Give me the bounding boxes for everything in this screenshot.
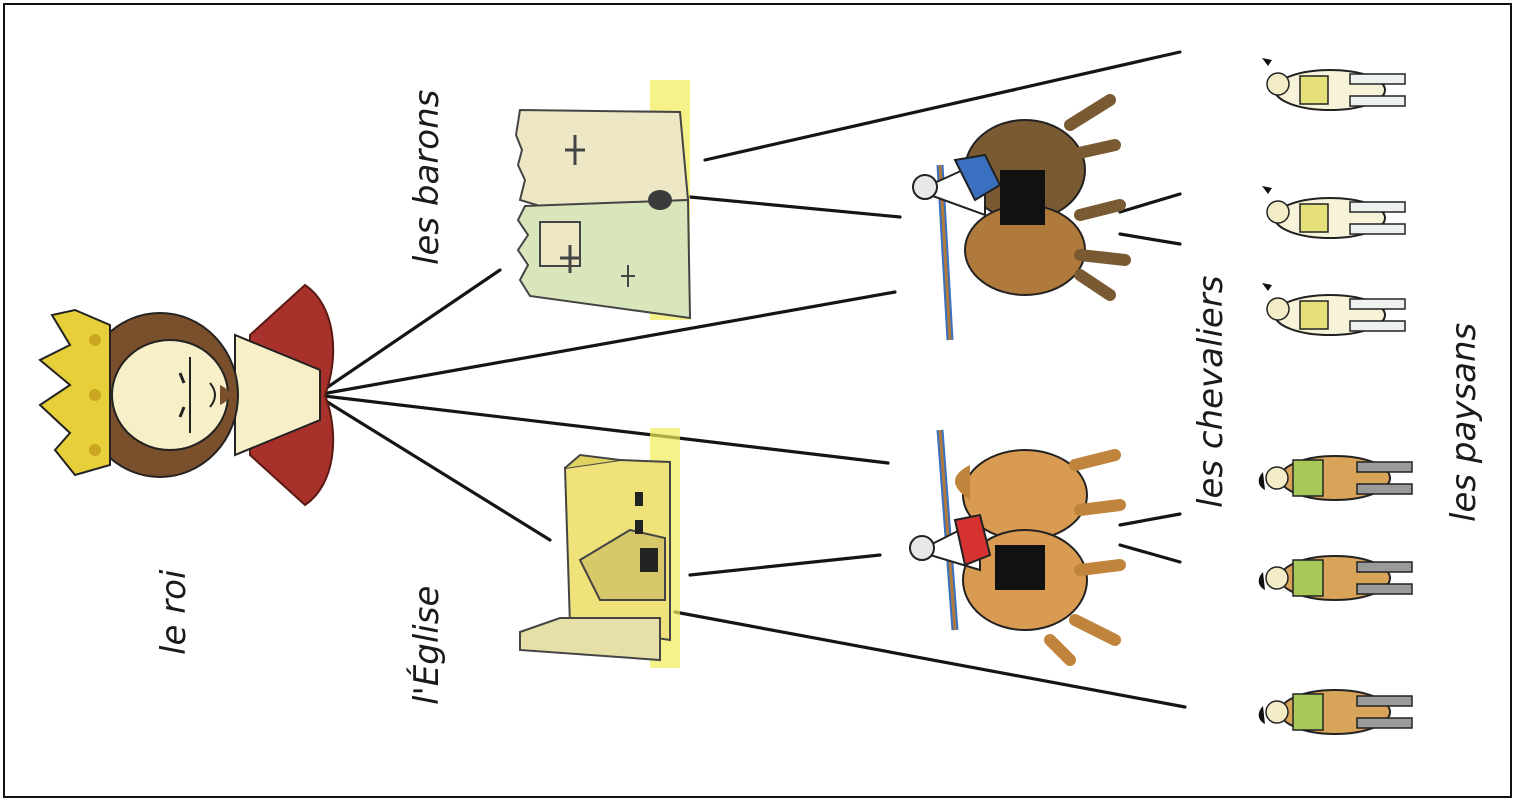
- church-building-icon: [520, 428, 680, 668]
- peasant-figure-icon: [1262, 186, 1405, 238]
- line-church-peasant-6: [675, 612, 1185, 707]
- line-king-knight-blue: [316, 292, 895, 395]
- peasant-figure-icon: [1259, 456, 1412, 500]
- mounted-knight-icon: [913, 100, 1125, 340]
- peasant-figure-icon: [1259, 690, 1412, 734]
- label-king: le roi: [154, 569, 194, 655]
- king-icon: [40, 285, 333, 505]
- label-peasants: les paysans: [1444, 323, 1484, 522]
- label-knights: les chevaliers: [1191, 275, 1231, 508]
- line-barons-knight-blue: [690, 197, 900, 217]
- peasant-figure-icon: [1262, 283, 1405, 335]
- line-knight-blue-peasant-2b: [1120, 234, 1180, 244]
- peasant-figure-icon: [1259, 556, 1412, 600]
- peasant-figure-icon: [1262, 58, 1405, 110]
- line-knight-red-peasant-4: [1120, 514, 1180, 525]
- line-king-barons: [316, 270, 500, 395]
- line-king-church: [316, 395, 550, 540]
- castle-icon: [516, 80, 690, 320]
- label-church: l'Église: [406, 586, 447, 705]
- line-knight-red-peasant-5: [1120, 545, 1180, 562]
- line-church-knight-red: [690, 555, 880, 575]
- label-barons: les barons: [407, 90, 447, 265]
- line-knight-blue-peasant-2a: [1120, 194, 1180, 212]
- line-king-knight-red: [316, 395, 888, 463]
- mounted-knight-icon: [910, 430, 1120, 660]
